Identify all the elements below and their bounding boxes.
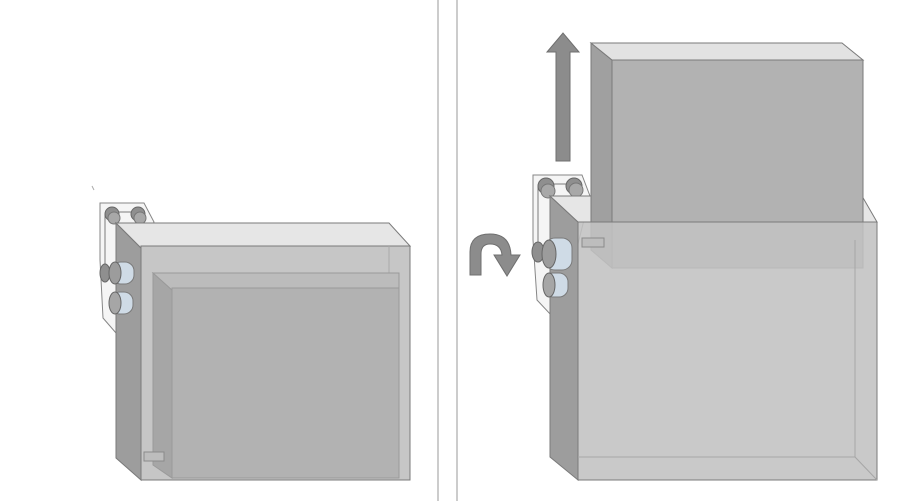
drain-tab: [143, 451, 165, 462]
lift-arrow-icon: [545, 32, 581, 162]
stray-mark: [91, 185, 95, 191]
rotation-arrow-icon: [469, 233, 521, 277]
left-panel: [91, 185, 412, 482]
right-panel: [469, 32, 878, 482]
right-spools: [531, 237, 573, 298]
drain-tab: [581, 237, 605, 248]
panel-divider: [437, 0, 458, 501]
right-outer-tank-front: [577, 221, 878, 481]
left-inner-block: [151, 271, 400, 479]
left-spools: [99, 261, 135, 315]
